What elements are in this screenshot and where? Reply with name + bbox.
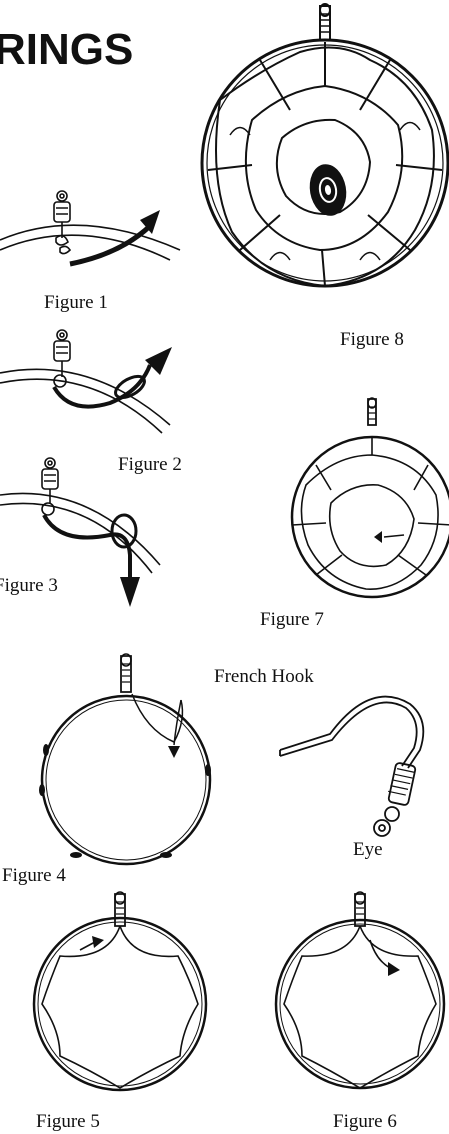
figure-5-caption: Figure 5 [36,1112,100,1131]
figure-1-illustration [0,188,200,288]
figure-7-caption: Figure 7 [260,610,324,629]
figure-4-illustration [36,650,216,870]
figure-8-illustration [200,0,449,310]
figure-2-illustration [0,325,200,445]
french-hook-illustration [270,690,449,860]
figure-4-caption: Figure 4 [2,866,66,885]
page-title: RINGS [0,28,133,72]
eye-caption: Eye [353,840,383,859]
figure-7-illustration [286,395,449,605]
french-hook-caption: French Hook [214,667,314,686]
figure-6-illustration [270,890,449,1100]
figure-8-caption: Figure 8 [340,330,404,349]
figure-6-caption: Figure 6 [333,1112,397,1131]
figure-3-caption: Figure 3 [0,576,58,595]
figure-1-caption: Figure 1 [44,293,108,312]
figure-5-illustration [20,890,220,1100]
